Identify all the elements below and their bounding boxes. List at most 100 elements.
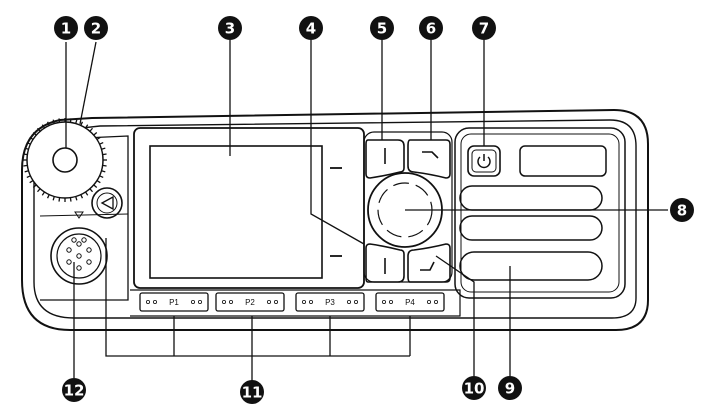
programmable-key-p1[interactable]: P1 — [139, 292, 209, 312]
key-dot — [228, 299, 233, 304]
callout-11: 11 — [240, 380, 264, 404]
connector-pin — [76, 265, 82, 271]
programmable-key-body — [215, 292, 285, 312]
microphone-connector[interactable] — [50, 227, 108, 285]
connector-pin — [86, 259, 92, 265]
key-dot — [145, 299, 150, 304]
callout-circle — [54, 16, 78, 40]
programmable-key-p4[interactable]: P4 — [375, 292, 445, 312]
power-icon — [477, 154, 491, 169]
callout-circle — [299, 16, 323, 40]
callout-circle — [84, 16, 108, 40]
callout-9: 9 — [498, 376, 522, 400]
connector-pin — [71, 237, 77, 243]
connector-pin — [76, 241, 82, 247]
programmable-key-label: P4 — [405, 298, 415, 307]
programmable-key-label: P1 — [169, 298, 179, 307]
connector-pin — [66, 259, 72, 265]
mic-recess — [39, 213, 129, 217]
connector-pin — [76, 253, 82, 259]
callout-number: 4 — [306, 20, 316, 38]
speaker-slot-3 — [459, 251, 603, 281]
callout-number: 5 — [377, 20, 387, 38]
callout-circle — [62, 378, 86, 402]
power-button[interactable] — [467, 145, 501, 177]
callout-8: 8 — [670, 198, 694, 222]
callout-circle — [419, 16, 443, 40]
callout-1: 1 — [54, 16, 78, 40]
leader-10 — [435, 255, 475, 376]
speaker-panel-frame — [454, 127, 626, 299]
key-dot — [346, 299, 351, 304]
programmable-key-label: P2 — [245, 298, 255, 307]
key-lower-left[interactable] — [365, 243, 405, 283]
speaker-slot-2 — [459, 215, 603, 241]
callout-number: 6 — [426, 20, 436, 38]
callout-number: 12 — [64, 382, 85, 400]
key-dot — [353, 299, 358, 304]
callout-circle — [472, 16, 496, 40]
callout-2: 2 — [84, 16, 108, 40]
key-dot — [433, 299, 438, 304]
connector-pin — [86, 247, 92, 253]
key-dot — [381, 299, 386, 304]
emergency-button[interactable] — [74, 187, 123, 219]
callout-3: 3 — [218, 16, 242, 40]
leader-lines — [65, 40, 668, 384]
leader-4 — [310, 40, 365, 245]
programmable-key-body — [139, 292, 209, 312]
callout-number: 2 — [91, 20, 101, 38]
programmable-key-p3[interactable]: P3 — [295, 292, 365, 312]
key-upper-left[interactable] — [365, 139, 405, 179]
key-lower-right[interactable] — [407, 243, 451, 283]
leader-2 — [79, 41, 97, 125]
callout-circle — [670, 198, 694, 222]
key-dot — [426, 299, 431, 304]
speaker-grille — [454, 127, 626, 299]
callout-circle — [240, 380, 264, 404]
knob-center — [52, 147, 78, 173]
lcd-screen — [149, 145, 323, 279]
key-upper-right[interactable] — [407, 139, 451, 179]
key-dot — [301, 299, 306, 304]
triangle-icon — [100, 195, 114, 211]
callout-number: 11 — [242, 384, 263, 402]
programmable-key-body — [295, 292, 365, 312]
key-dot — [388, 299, 393, 304]
callout-7: 7 — [472, 16, 496, 40]
key-dot — [308, 299, 313, 304]
callout-10: 10 — [462, 376, 486, 400]
key-dot — [197, 299, 202, 304]
callout-number: 9 — [505, 380, 515, 398]
key-cluster — [363, 131, 453, 283]
key-dot — [152, 299, 157, 304]
callout-4: 4 — [299, 16, 323, 40]
connector-pin — [81, 237, 87, 243]
callout-number: 3 — [225, 20, 235, 38]
programmable-keys: P1 P2 P3 P4 — [139, 292, 445, 312]
callout-6: 6 — [419, 16, 443, 40]
key-dot — [221, 299, 226, 304]
callout-5: 5 — [370, 16, 394, 40]
speaker-slot-1 — [459, 185, 603, 211]
callout-circle — [498, 376, 522, 400]
callout-number: 8 — [677, 202, 687, 220]
connector-pin — [66, 247, 72, 253]
programmable-key-p2[interactable]: P2 — [215, 292, 285, 312]
programmable-key-label: P3 — [325, 298, 335, 307]
programmable-key-bar — [130, 289, 461, 317]
speaker-panel-inner — [460, 133, 620, 293]
key-dot — [266, 299, 271, 304]
key-dot — [190, 299, 195, 304]
volume-knob[interactable] — [23, 118, 107, 202]
programmable-key-body — [375, 292, 445, 312]
callout-circle — [218, 16, 242, 40]
connector-pins — [66, 237, 92, 271]
key-dot — [273, 299, 278, 304]
top-right-slot — [519, 145, 607, 177]
callout-12: 12 — [62, 378, 86, 402]
display-bezel — [133, 127, 365, 289]
callout-circle — [370, 16, 394, 40]
radio-outer-housing — [21, 108, 649, 331]
